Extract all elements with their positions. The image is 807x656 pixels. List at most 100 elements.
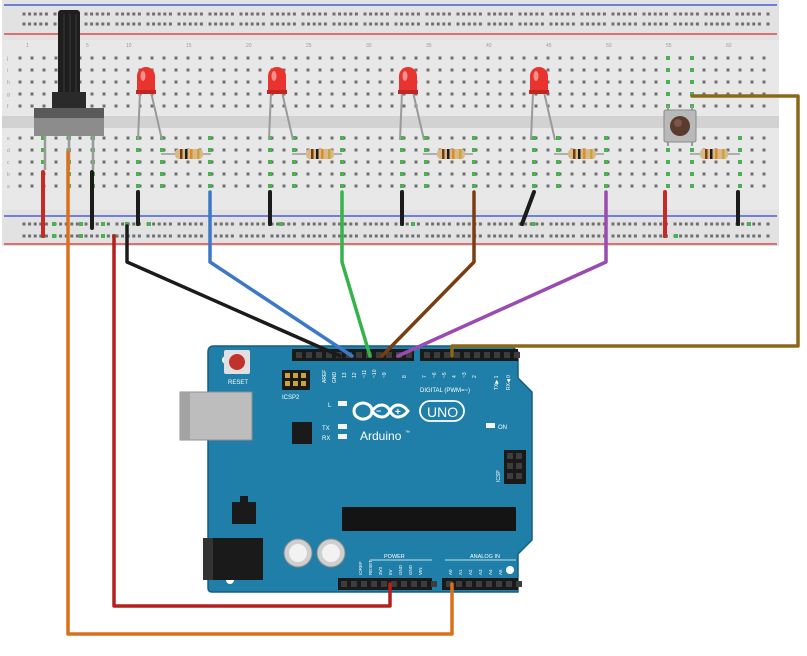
active-hole xyxy=(101,234,105,238)
breadboard-column-numbers: 1 5 10 15 20 25 30 35 40 45 50 55 60 xyxy=(26,43,732,49)
breadboard-hole xyxy=(198,136,202,140)
column-number: 30 xyxy=(366,43,372,49)
breadboard-hole xyxy=(90,92,94,96)
rail-hole xyxy=(106,222,110,226)
breadboard-hole xyxy=(246,148,250,152)
5v-wire xyxy=(112,234,392,608)
header-pin xyxy=(341,581,347,587)
breadboard-hole xyxy=(150,184,154,188)
breadboard-hole xyxy=(366,160,370,164)
breadboard-hole xyxy=(702,68,706,72)
breadboard-hole xyxy=(366,104,370,108)
rail-hole xyxy=(416,22,420,26)
breadboard-hole xyxy=(414,136,418,140)
rail-hole xyxy=(555,12,559,16)
active-hole xyxy=(738,184,742,188)
rail-hole xyxy=(518,22,522,26)
rail-hole xyxy=(653,234,657,238)
active-hole xyxy=(411,222,415,226)
trademark-sign: ™ xyxy=(405,430,410,436)
rail-hole xyxy=(394,22,398,26)
rail-hole xyxy=(281,222,285,226)
column-number: 35 xyxy=(426,43,432,49)
row-letter: b xyxy=(7,172,10,178)
breadboard-hole xyxy=(126,56,130,60)
breadboard-hole xyxy=(234,184,238,188)
active-hole xyxy=(136,184,140,188)
rail-hole xyxy=(281,22,285,26)
rail-hole xyxy=(369,12,373,16)
rail-hole xyxy=(95,234,99,238)
breadboard-hole xyxy=(414,184,418,188)
breadboard-hole xyxy=(450,92,454,96)
header-pin xyxy=(454,352,460,358)
breadboard-hole xyxy=(558,104,562,108)
rail-hole xyxy=(555,222,559,226)
reset-button-cap xyxy=(229,354,245,370)
active-hole xyxy=(292,136,296,140)
breadboard-hole xyxy=(486,184,490,188)
breadboard-hole xyxy=(234,68,238,72)
rail-hole xyxy=(721,234,725,238)
rail-hole xyxy=(540,222,544,226)
breadboard-hole xyxy=(450,80,454,84)
breadboard-hole xyxy=(318,92,322,96)
breadboard-hole xyxy=(126,160,130,164)
rail-hole xyxy=(622,222,626,226)
rail-hole xyxy=(411,12,415,16)
rail-hole xyxy=(44,22,48,26)
breadboard-hole xyxy=(366,68,370,72)
rail-hole xyxy=(586,222,590,226)
rail-hole xyxy=(106,12,110,16)
breadboard-hole xyxy=(342,56,346,60)
breadboard-hole xyxy=(114,68,118,72)
active-hole xyxy=(268,172,272,176)
breadboard-hole xyxy=(546,184,550,188)
row-letter: e xyxy=(7,136,10,142)
row-letter: a xyxy=(7,184,10,190)
led4-gnd-jumper xyxy=(520,190,536,226)
breadboard-hole xyxy=(126,80,130,84)
rail-hole xyxy=(721,22,725,26)
breadboard-hole xyxy=(42,56,46,60)
rail-hole xyxy=(529,12,533,16)
active-hole xyxy=(666,56,670,60)
rail-hole xyxy=(715,234,719,238)
rail-hole xyxy=(84,22,88,26)
capacitor-top xyxy=(289,544,307,562)
breadboard-hole xyxy=(546,68,550,72)
active-hole xyxy=(738,136,742,140)
breadboard-row-letters: j i h g f e d c b a xyxy=(6,56,10,190)
breadboard-hole xyxy=(354,160,358,164)
rail-hole xyxy=(194,12,198,16)
column-number: 15 xyxy=(186,43,192,49)
rail-hole xyxy=(59,222,63,226)
rail-hole xyxy=(312,12,316,16)
rail-hole xyxy=(509,234,513,238)
rail-hole xyxy=(256,22,260,26)
breadboard-hole xyxy=(630,56,634,60)
rail-hole xyxy=(230,234,234,238)
breadboard-hole xyxy=(522,56,526,60)
header-pin xyxy=(356,352,362,358)
rail-hole xyxy=(442,12,446,16)
breadboard-hole xyxy=(282,136,286,140)
rail-hole xyxy=(442,234,446,238)
breadboard-hole xyxy=(426,80,430,84)
breadboard-hole xyxy=(306,160,310,164)
breadboard-hole xyxy=(462,92,466,96)
rail-hole xyxy=(39,22,43,26)
rail-hole xyxy=(374,12,378,16)
rail-hole xyxy=(214,234,218,238)
breadboard-center-channel xyxy=(2,116,779,128)
breadboard-hole xyxy=(630,92,634,96)
breadboard-hole xyxy=(438,68,442,72)
active-hole xyxy=(208,172,212,176)
rail-hole xyxy=(349,12,353,16)
breadboard-hole xyxy=(78,172,82,176)
breadboard-hole xyxy=(354,136,358,140)
rail-hole xyxy=(318,222,322,226)
active-hole xyxy=(340,172,344,176)
breadboard-hole xyxy=(462,160,466,164)
breadboard-hole xyxy=(174,172,178,176)
